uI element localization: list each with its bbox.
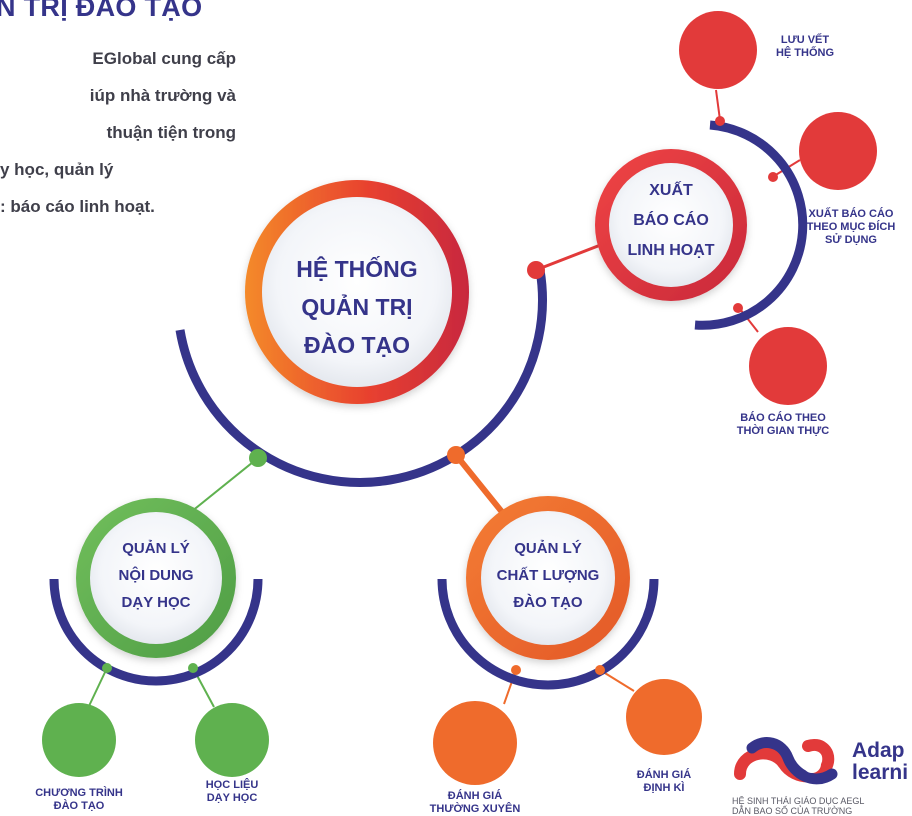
child-label-purpose-report: XUẤT BÁO CÁO THEO MỤC ĐÍCH SỬ DỤNG [806,208,896,246]
hub-label-line: ĐÀO TẠO [513,594,583,611]
center-hub-label: HỆ THỐNG QUẢN TRỊ ĐÀO TẠO [257,250,457,364]
hub-label-line: HỆ THỐNG [296,256,418,282]
child-circle-curriculum [42,703,116,777]
hub-label-line: LINH HOẠT [627,242,715,259]
child-circle-audit-log [679,11,757,89]
child-label-realtime-report: BÁO CÁO THEO THỜI GIAN THỰC [736,412,830,437]
logo-wordmark: Adap learni [852,739,909,784]
child-circles [42,11,877,785]
hub-label-line: NỘI DUNG [118,567,194,584]
child-circle-periodic-assessment [626,679,702,755]
intro-line: : báo cáo linh hoạt. [0,197,155,216]
quality-hub-circle [466,496,630,660]
adaptive-learning-logo: Adap learni HỆ SINH THÁI GIÁO DỤC AEGL D… [732,730,912,815]
child-label-learning-materials: HỌC LIỆU DẠY HỌC [205,779,259,804]
page-heading: N TRỊ ĐÀO TẠO [0,0,203,22]
intro-line: thuận tiện trong [106,123,236,142]
navy-arcs [49,120,808,690]
center-hub-circle [245,180,469,404]
hub-label-line: QUẢN TRỊ [301,294,413,320]
intro-line: y học, quản lý [0,160,114,179]
intro-paragraph: EGlobal cung cấp iúp nhà trường và thuận… [0,40,236,225]
child-circle-regular-assessment [433,701,517,785]
content-hub-circle [76,498,236,658]
intro-line: iúp nhà trường và [89,86,236,105]
hub-label-line: CHẤT LƯỢNG [496,567,600,584]
quality-hub-label: QUẢN LÝ CHẤT LƯỢNG ĐÀO TẠO [478,535,618,616]
connector-lines [88,89,801,708]
hub-label-line: DẠY HỌC [121,594,191,611]
child-circle-learning-materials [195,703,269,777]
hub-label-line: XUẤT [649,182,693,199]
child-label-regular-assessment: ĐÁNH GIÁ THƯỜNG XUYÊN [429,790,521,815]
hub-label-line: BÁO CÁO [633,212,709,229]
child-label-periodic-assessment: ĐÁNH GIÁ ĐỊNH KÌ [636,769,692,794]
child-circle-purpose-report [799,112,877,190]
content-hub-label: QUẢN LÝ NỘI DUNG DẠY HỌC [96,535,216,616]
child-label-audit-log: LƯU VẾT HỆ THỐNG [775,34,835,59]
connector-dots [102,116,778,675]
report-hub-circle [595,149,747,301]
hub-label-line: QUẢN LÝ [514,540,582,557]
child-circle-realtime-report [749,327,827,405]
child-label-curriculum: CHƯƠNG TRÌNH ĐÀO TẠO [35,787,123,812]
logo-mark-icon [734,737,838,785]
hub-label-line: ĐÀO TẠO [303,332,411,358]
logo-tagline: HỆ SINH THÁI GIÁO DỤC AEGL DẪN BAO SỐ CỦ… [732,796,865,815]
report-hub-label: XUẤT BÁO CÁO LINH HOẠT [611,176,731,266]
hub-label-line: QUẢN LÝ [122,540,190,557]
intro-line: EGlobal cung cấp [92,49,236,68]
